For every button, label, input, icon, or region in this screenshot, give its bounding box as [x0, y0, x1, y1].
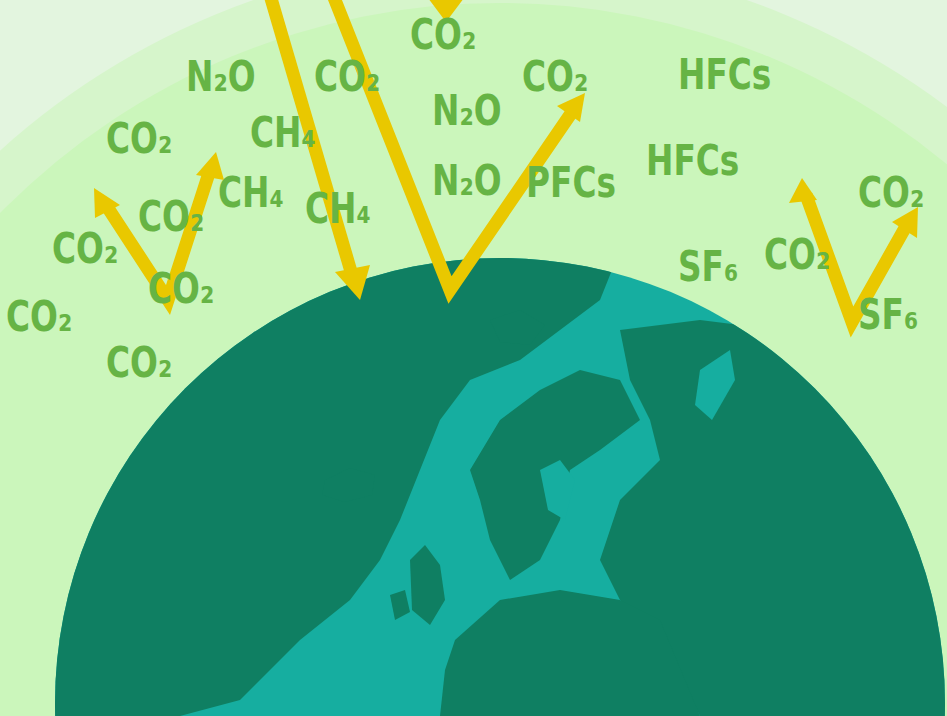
reflected-arrow — [333, 0, 572, 290]
baltic-sea — [540, 460, 575, 520]
gas-label: CO₂ — [52, 228, 118, 270]
continents — [0, 250, 947, 716]
gas-label: SF₆ — [678, 246, 738, 288]
europe — [440, 590, 700, 716]
gas-label: CO₂ — [148, 268, 214, 310]
arrowhead — [94, 188, 120, 218]
gas-label: CO₂ — [314, 56, 380, 98]
gas-label: CO₂ — [522, 56, 588, 98]
gas-label: CO₂ — [138, 196, 204, 238]
gas-label: HFCs — [646, 140, 739, 182]
britain — [410, 545, 445, 625]
radiation-arrows — [106, 0, 905, 322]
gas-label: CO₂ — [764, 234, 830, 276]
gas-label: N₂O — [432, 90, 502, 132]
ireland — [390, 590, 410, 620]
arrowhead — [789, 178, 817, 203]
iceland — [322, 468, 375, 502]
atmosphere-band — [0, 3, 947, 716]
gas-label: CO₂ — [106, 118, 172, 160]
gas-label: CO₂ — [858, 172, 924, 214]
arrowhead — [335, 265, 370, 300]
svalbard — [490, 310, 545, 345]
gas-label: N₂O — [186, 56, 256, 98]
arrowheads — [94, 0, 918, 300]
gas-label: CO₂ — [6, 296, 72, 338]
white-sea — [695, 350, 735, 420]
gas-label: HFCs — [678, 54, 771, 96]
gas-label: CH₄ — [218, 172, 284, 214]
gas-label: N₂O — [432, 160, 502, 202]
gas-label: CO₂ — [410, 14, 476, 56]
gas-label: SF₆ — [858, 294, 918, 336]
gas-label: PFCs — [526, 162, 616, 204]
gas-label: CO₂ — [106, 342, 172, 384]
gas-label: CH₄ — [250, 112, 316, 154]
gas-label: CH₄ — [305, 188, 371, 230]
